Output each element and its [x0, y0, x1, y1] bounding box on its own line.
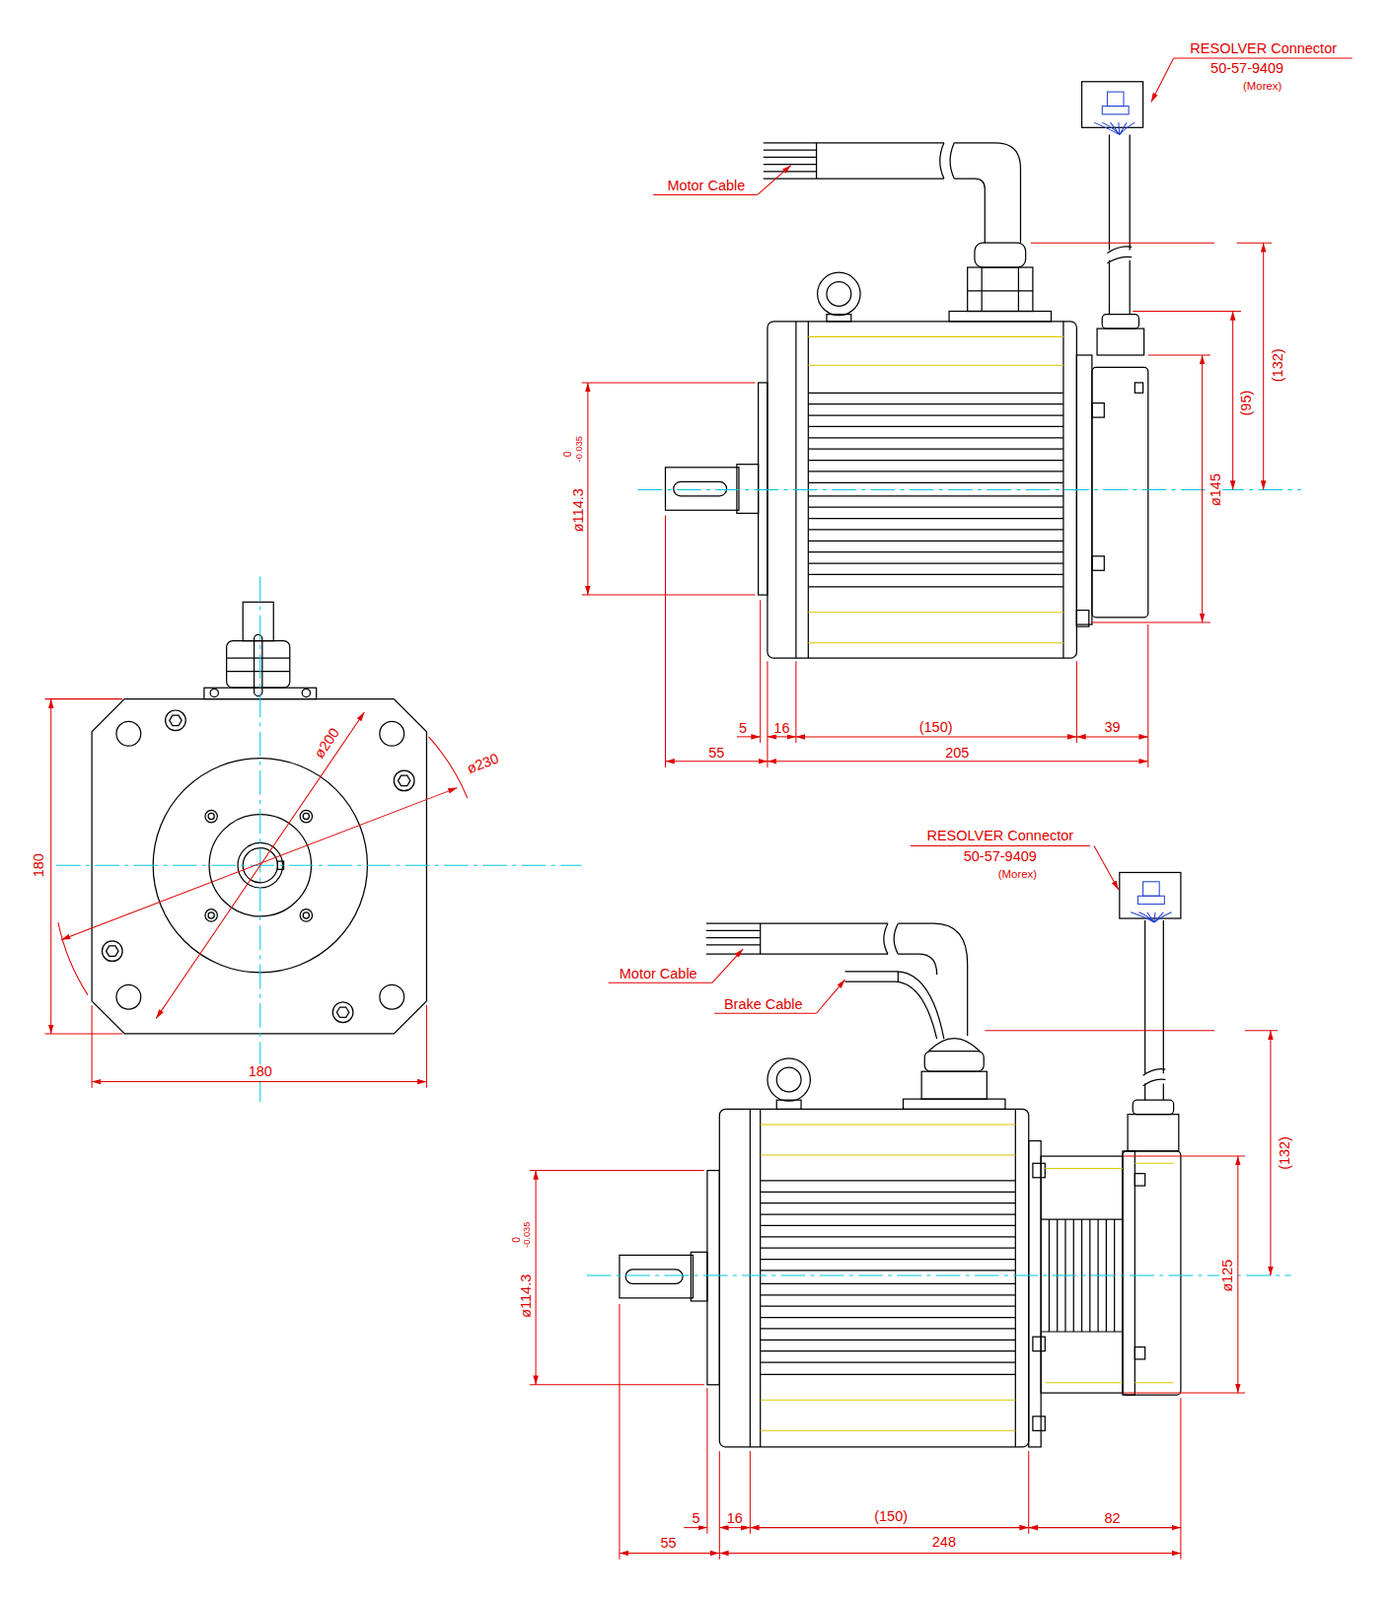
maker-name: (Morex): [1242, 79, 1283, 91]
dimension-label: (132): [1276, 1135, 1291, 1172]
dimension-label: 180: [247, 1064, 274, 1079]
tolerance-label: 0: [511, 1236, 521, 1245]
dimension-label: 180: [31, 852, 46, 879]
tolerance-label: 0: [563, 449, 574, 458]
dimension-label: 39: [1102, 719, 1121, 733]
dimension-label: 16: [726, 1511, 744, 1526]
dimension-label: 248: [931, 1535, 957, 1549]
dimension-label: ø125: [1219, 1258, 1234, 1294]
tolerance-label: -0.035: [575, 435, 585, 463]
dimension-label: 5: [737, 720, 748, 734]
dimension-label: ø114.3: [570, 487, 585, 533]
callout-text: RESOLVER Connector: [1188, 40, 1338, 55]
dimension-label: 55: [658, 1536, 677, 1550]
tolerance-label: -0.035: [522, 1220, 532, 1248]
dimension-label: 5: [690, 1511, 701, 1526]
part-number: 50-57-9409: [962, 849, 1038, 864]
callout-text: Motor Cable: [618, 966, 699, 981]
callout-text: Motor Cable: [665, 178, 746, 193]
callout-text: RESOLVER Connector: [925, 828, 1075, 843]
dimension-label: (132): [1270, 347, 1285, 383]
callout-text: Brake Cable: [723, 997, 805, 1012]
dimension-label: ø200: [310, 725, 343, 762]
dimension-label: 55: [707, 744, 726, 759]
dimension-label: 16: [772, 720, 791, 734]
maker-name: (Morex): [997, 869, 1038, 880]
part-number: 50-57-9409: [1209, 61, 1285, 75]
dimension-label: ø114.3: [518, 1273, 533, 1319]
dimension-label: (95): [1239, 389, 1253, 418]
dimension-label: 82: [1102, 1511, 1121, 1526]
dimension-label: 205: [944, 744, 970, 759]
dimension-label: ø230: [463, 750, 502, 777]
dimension-label: (150): [873, 1509, 909, 1524]
dimension-label: (150): [918, 719, 954, 733]
dimension-label: ø145: [1208, 472, 1223, 508]
